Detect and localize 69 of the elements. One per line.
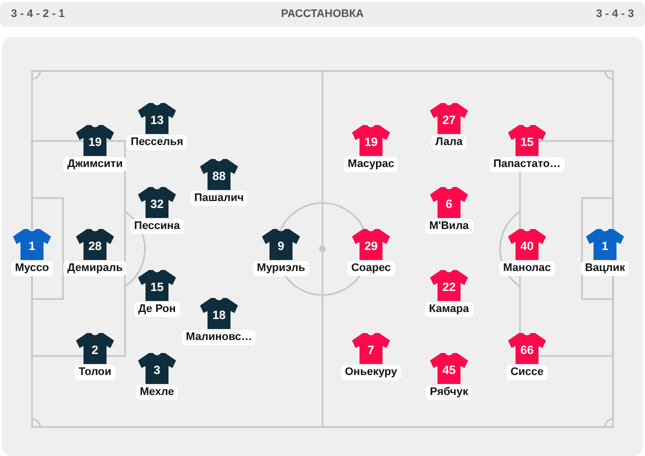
shirt-number: 88 — [212, 168, 226, 182]
shirt-number: 18 — [212, 306, 226, 322]
player-jersey — [138, 353, 176, 384]
player-name: Соарес — [347, 261, 395, 276]
shirt-number: 45 — [442, 362, 456, 376]
shirt-number: 15 — [520, 134, 534, 148]
player-jersey — [138, 103, 176, 134]
player-name: М'Вила — [425, 219, 473, 234]
player-name: Песселья — [126, 135, 188, 150]
player-name: Камара — [425, 302, 473, 317]
shirt-number: 29 — [364, 238, 378, 252]
player-name: Де Рон — [134, 302, 180, 317]
player-jersey — [430, 353, 468, 384]
shirt-number: 19 — [88, 134, 102, 148]
player-jersey — [138, 270, 176, 301]
player-name: Манолас — [499, 261, 555, 276]
player-jersey — [262, 229, 300, 260]
shirt-number: 28 — [88, 238, 102, 252]
section-title: РАССТАНОВКА — [281, 8, 364, 21]
shirt-number: 3 — [154, 362, 160, 376]
player-name: Пессина — [130, 219, 184, 234]
player-jersey — [352, 229, 390, 260]
player-name: Малиновс… — [182, 330, 256, 345]
player-jersey — [508, 229, 546, 260]
shirt-number: 66 — [520, 342, 534, 356]
shirt-number: 15 — [150, 278, 164, 294]
player-jersey — [352, 125, 390, 156]
player-jersey — [76, 229, 114, 260]
shirt-number: 32 — [150, 196, 164, 210]
shirt-number: 9 — [278, 238, 284, 252]
player-jersey — [76, 333, 114, 364]
shirt-number: 1 — [602, 238, 608, 252]
player-name: Лала — [431, 135, 467, 150]
player-jersey — [430, 103, 468, 134]
player-name: Муриэль — [252, 261, 310, 276]
player-name: Мехле — [136, 385, 178, 400]
player-name: Джимсити — [63, 157, 127, 172]
player-name: Демираль — [63, 261, 127, 276]
player-jersey — [508, 125, 546, 156]
shirt-number: 40 — [520, 238, 534, 252]
player-jersey — [586, 229, 624, 260]
player-jersey — [138, 187, 176, 218]
player-name: Пашалич — [190, 191, 248, 206]
player-name: Оньекуру — [340, 365, 402, 380]
shirt-number: 6 — [446, 196, 452, 210]
formation-label: 3 - 4 - 2 - 1 — [11, 8, 65, 21]
player-name: Рябчук — [426, 385, 472, 400]
player-name: Масурас — [344, 157, 398, 172]
player-jersey — [508, 333, 546, 364]
formation-label: 3 - 4 - 3 — [596, 8, 634, 21]
player-jersey — [430, 187, 468, 218]
shirt-number: 7 — [368, 342, 374, 356]
player-name: Вацлик — [580, 261, 630, 276]
player-jersey — [200, 298, 238, 329]
player-name: Толои — [74, 365, 116, 380]
shirt-number: 19 — [364, 134, 378, 148]
player-name: Папастато… — [489, 157, 565, 172]
player-jersey — [430, 270, 468, 301]
shirt-number: 2 — [92, 342, 98, 356]
player-name: Муссо — [11, 261, 53, 276]
shirt-number: 13 — [150, 112, 164, 126]
player-name: Сиссе — [506, 365, 548, 380]
player-jersey — [13, 229, 51, 260]
player-jersey — [76, 125, 114, 156]
player-jersey — [200, 159, 238, 190]
shirt-number: 1 — [28, 238, 36, 252]
shirt-number: 27 — [442, 112, 456, 126]
player-jersey — [352, 333, 390, 364]
shirt-number: 22 — [442, 278, 456, 294]
